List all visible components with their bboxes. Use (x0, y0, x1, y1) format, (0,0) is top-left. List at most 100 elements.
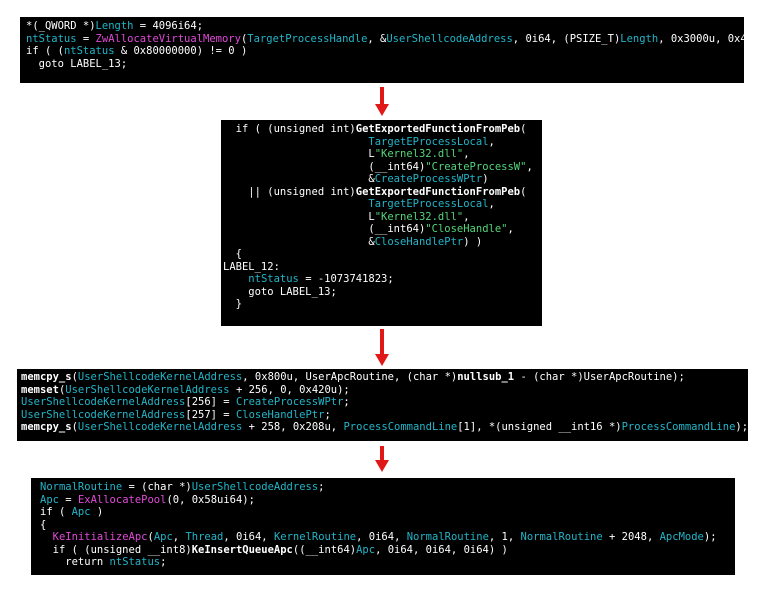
code-token: || (unsigned int) (223, 185, 356, 198)
code-line: memcpy_s(UserShellcodeKernelAddress, 0x8… (21, 371, 748, 384)
code-line: if ( (unsigned int)GetExportedFunctionFr… (223, 123, 542, 136)
code-token: ( (58, 383, 66, 396)
code-token: ) (90, 506, 104, 518)
call-token: memcpy_s (21, 371, 72, 383)
code-token: ; (318, 481, 325, 493)
code-token (40, 531, 53, 543)
variable-token: TargetEProcessLocal (368, 135, 489, 148)
variable-token: Length (95, 20, 134, 32)
variable-token: KernelRoutine (273, 531, 357, 543)
code-line: memcpy_s(UserShellcodeKernelAddress + 25… (21, 421, 748, 434)
code-token: L (223, 210, 375, 223)
variable-token: ntStatus (63, 45, 115, 57)
code-line: UserShellcodeKernelAddress[257] = CloseH… (21, 409, 748, 422)
code-line: } (223, 298, 542, 311)
code-line: UserShellcodeKernelAddress[256] = Create… (21, 396, 748, 409)
arrow-head (375, 104, 389, 116)
function-token: ExAllocatePool (77, 493, 167, 506)
code-line: { (40, 519, 735, 532)
variable-token: UserShellcodeAddress (386, 32, 513, 45)
code-token: , (507, 223, 514, 235)
code-token: + 256, 0, 0x420u); (229, 383, 350, 396)
code-line: (__int64)"CloseHandle", (223, 223, 542, 236)
code-token: (__int64) (223, 223, 426, 235)
code-token: , (463, 148, 470, 160)
code-token (223, 136, 368, 148)
code-token: , & (367, 32, 387, 45)
variable-token: CloseHandlePtr (374, 235, 464, 248)
arrow-head (375, 460, 389, 472)
code-token: , (488, 198, 495, 210)
code-token: ( (520, 123, 527, 135)
code-token: ; (343, 396, 350, 408)
code-token: { (223, 248, 242, 260)
code-token: { (40, 518, 47, 531)
string-token: "CreateProcessW" (425, 160, 527, 173)
flow-arrow-3 (375, 446, 389, 472)
code-token: ; (324, 408, 331, 421)
string-token: "Kernel32.dll" (374, 148, 464, 160)
code-line: if ( (unsigned __int8)KeInsertQueueApc((… (40, 544, 735, 557)
variable-token: ntStatus (109, 556, 161, 568)
code-line: || (unsigned int)GetExportedFunctionFrom… (223, 186, 542, 199)
call-token: memcpy_s (21, 421, 72, 433)
code-token: } (223, 298, 242, 310)
code-line: goto LABEL_13; (26, 58, 744, 71)
code-token: [256] = (185, 396, 236, 408)
call-token: KeInsertQueueApc (191, 543, 293, 556)
code-line: if ( (ntStatus & 0x80000000) != 0 ) (26, 45, 744, 58)
code-token (223, 198, 368, 210)
function-token: KeInitializeApc (52, 531, 148, 543)
variable-token: ntStatus (248, 273, 299, 285)
code-token: = -1073741823; (298, 273, 394, 285)
code-token: if ( ( (26, 45, 64, 57)
variable-token: ProcessCommandLine (343, 421, 458, 433)
flow-arrow-1 (375, 87, 389, 116)
code-token: goto LABEL_13; (223, 285, 337, 298)
variable-token: Apc (153, 531, 173, 543)
variable-token: CreateProcessWPtr (374, 173, 483, 185)
variable-token: TargetProcessHandle (247, 32, 368, 45)
code-line: { (223, 248, 542, 261)
code-token: , (488, 135, 495, 148)
flow-arrow-2 (375, 329, 389, 366)
variable-token: UserShellcodeKernelAddress (65, 383, 230, 396)
code-token: (__int64) (223, 160, 426, 173)
code-line: *(_QWORD *)Length = 4096i64; (26, 20, 744, 33)
string-token: "CloseHandle" (425, 223, 508, 235)
code-token: ( (147, 531, 154, 543)
code-token: ((__int64) (292, 543, 357, 556)
code-token: if ( (40, 506, 72, 518)
code-token (223, 273, 248, 285)
code-line: (__int64)"CreateProcessW", (223, 161, 542, 174)
variable-token: UserShellcodeAddress (191, 481, 319, 493)
code-line: ntStatus = -1073741823; (223, 273, 542, 286)
code-line: return ntStatus; (40, 556, 735, 569)
code-line: memset(UserShellcodeKernelAddress + 256,… (21, 384, 748, 397)
variable-token: Apc (40, 493, 59, 506)
code-token: ); (735, 421, 748, 433)
variable-token: NormalRoutine (520, 531, 603, 543)
code-token: ); (703, 531, 717, 543)
code-token: , (526, 160, 533, 173)
code-token: if ( (unsigned __int8) (40, 543, 192, 556)
code-line: &CloseHandlePtr) ) (223, 236, 542, 249)
code-token: ; (160, 556, 167, 568)
variable-token: UserShellcodeKernelAddress (21, 408, 186, 421)
code-line: goto LABEL_13; (223, 286, 542, 299)
code-token: ( (520, 185, 527, 198)
arrow-shaft (380, 87, 384, 105)
code-token: ( (71, 421, 78, 433)
code-line: LABEL_12: (223, 261, 542, 274)
variable-token: Apc (356, 543, 376, 556)
variable-token: UserShellcodeKernelAddress (77, 421, 243, 433)
code-block-queue-apc: NormalRoutine = (char *)UserShellcodeAdd… (31, 478, 735, 575)
variable-token: TargetEProcessLocal (368, 198, 489, 210)
code-token: = (char *) (122, 481, 192, 493)
code-token: ) (482, 173, 489, 185)
code-token: (0, 0x58ui64); (166, 493, 255, 506)
code-token: [1], *(unsigned __int16 *) (457, 421, 622, 433)
code-token: *(_QWORD *) (26, 20, 96, 32)
code-line: NormalRoutine = (char *)UserShellcodeAdd… (40, 481, 735, 494)
code-token: ) ) (463, 235, 483, 248)
